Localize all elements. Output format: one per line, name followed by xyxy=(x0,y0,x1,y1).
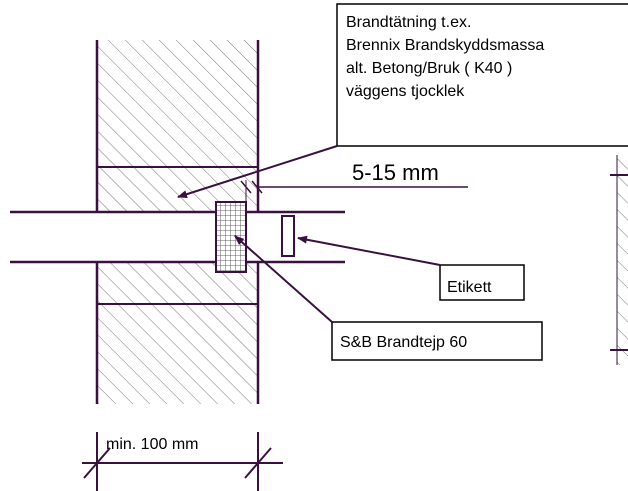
sealing-text-line1: Brandtätning t.ex. xyxy=(346,14,471,31)
label-leader xyxy=(297,235,441,266)
width-tick-right xyxy=(244,447,272,479)
gap-tick-right xyxy=(251,180,263,194)
sealing-text-line3: alt. Betong/Bruk ( K40 ) xyxy=(346,60,512,77)
sealing-text-line2: Brennix Brandskyddsmassa xyxy=(346,37,544,54)
label-callout-text: Etikett xyxy=(447,279,492,296)
wall-upper xyxy=(97,40,258,167)
label-tag xyxy=(281,215,295,257)
fire-tape xyxy=(215,201,247,273)
sealing-callout-box xyxy=(336,3,628,147)
adjacent-wall-hatch xyxy=(617,155,628,365)
width-dimension-text: min. 100 mm xyxy=(106,436,198,453)
tape-callout-box xyxy=(331,321,543,361)
tape-callout-text: S&B Brandtejp 60 xyxy=(340,334,467,351)
width-tick-left xyxy=(83,447,111,479)
label-callout-box xyxy=(439,264,525,301)
sealing-text-line4: väggens tjocklek xyxy=(346,83,465,100)
gap-dimension-text: 5-15 mm xyxy=(352,160,439,185)
wall-lower xyxy=(97,304,258,404)
sealing-leader xyxy=(177,145,338,199)
tape-leader xyxy=(234,235,333,323)
